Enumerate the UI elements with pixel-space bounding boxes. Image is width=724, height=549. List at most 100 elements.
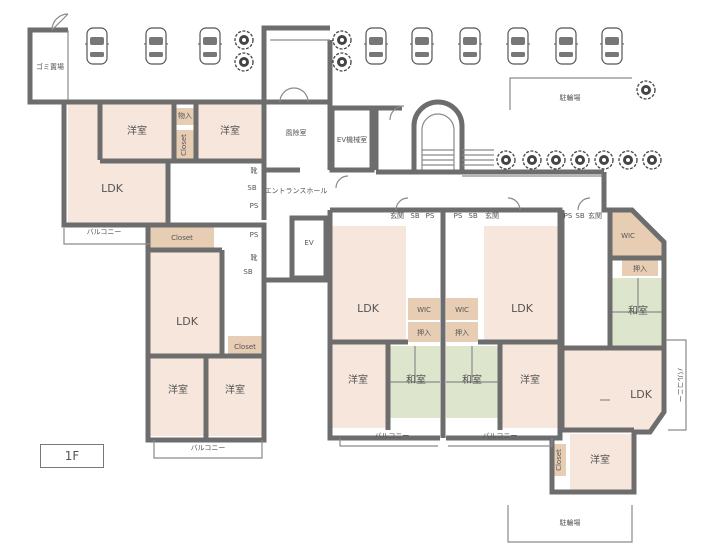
bottom-left-room: [150, 356, 206, 436]
balcony-label-5: バルコニー: [676, 368, 684, 403]
ps-label-1: PS: [250, 202, 259, 210]
yoshitsu-label-2: 洋室: [220, 124, 240, 137]
top-unit-room-2: [196, 103, 264, 161]
tree-icon: [234, 30, 254, 50]
ps-label-5: PS: [564, 212, 573, 220]
car-icon: [84, 27, 110, 65]
balcony-label-3: バルコニー: [375, 432, 410, 440]
tree-icon: [522, 150, 542, 170]
closet-label-3: Closet: [234, 343, 256, 351]
mid-unit-closet-bottom: [228, 336, 262, 354]
unit-c-ldk-area: [564, 348, 664, 432]
tree-icon: [234, 52, 254, 72]
car-icon: [409, 27, 435, 65]
yoshitsu-label-5: 洋室: [348, 373, 368, 386]
ldk-label-1: LDK: [101, 182, 124, 195]
unit-c-yoshitsu-area: [570, 434, 634, 490]
tree-icon: [570, 150, 590, 170]
mid-unit-ldk-area: [150, 250, 222, 354]
kutsu-label-2: 靴: [251, 253, 258, 262]
wic-label-3: WIC: [621, 232, 635, 240]
floor-badge-label: 1F: [64, 449, 80, 463]
car-icon: [505, 27, 531, 65]
unit-b-oshiire-area: [446, 322, 478, 342]
unit-c-closet-area: [552, 444, 566, 476]
bike-parking-bottom-label: 駐輪場: [560, 518, 581, 527]
car-icon: [143, 27, 169, 65]
top-unit-storage: [175, 108, 195, 125]
top-unit-closet: [175, 130, 195, 160]
unit-b-ldk-area: [484, 226, 558, 342]
door-swings: [51, 13, 591, 211]
yoshitsu-label-7: 洋室: [590, 453, 610, 466]
ev-machine-room-label: EV機械室: [337, 135, 367, 144]
windbreak-room-label: 風除室: [286, 128, 307, 137]
floor-badge: 1F: [40, 444, 104, 468]
yoshitsu-label-3: 洋室: [168, 383, 188, 396]
genkan-label-3: 玄関: [588, 211, 602, 220]
ldk-label-3: LDK: [357, 302, 380, 315]
yoshitsu-label-1: 洋室: [127, 124, 147, 137]
balcony-label-1: バルコニー: [87, 228, 122, 236]
closet-label-1: Closet: [180, 134, 188, 156]
ps-label-2: PS: [250, 231, 259, 239]
bike-parking-top-label: 駐輪場: [560, 93, 581, 102]
oshiire-label-1: 押入: [417, 328, 431, 337]
yoshitsu-label-6: 洋室: [520, 373, 540, 386]
mid-unit-closet-top: [150, 226, 214, 248]
washitsu-label-2: 和室: [462, 373, 482, 386]
car-icon: [599, 27, 625, 65]
ps-label-4: PS: [454, 212, 463, 220]
genkan-label-1: 玄関: [390, 211, 404, 220]
tree-icon: [636, 80, 656, 100]
balcony-label-2: バルコニー: [191, 444, 226, 452]
unit-a-ldk-area: [330, 226, 406, 342]
car-icon: [363, 27, 389, 65]
mid-unit-bath: [222, 250, 262, 335]
tree-icon: [618, 150, 638, 170]
car-icon-row: [84, 27, 625, 65]
unit-a-wic-area: [408, 298, 440, 320]
genkan-label-2: 玄関: [485, 211, 499, 220]
sb-label-4: SB: [468, 212, 477, 220]
tatami-lines: [390, 278, 664, 383]
sb-label-1: SB: [247, 184, 256, 192]
unit-b-yoshitsu-area: [502, 342, 558, 428]
kutsu-label-1: 靴: [251, 166, 258, 175]
wic-label-2: WIC: [455, 306, 469, 314]
oshiire-label-3: 押入: [633, 264, 647, 273]
tree-icon: [496, 150, 516, 170]
wic-label-1: WIC: [417, 306, 431, 314]
closet-label-2: Closet: [171, 234, 193, 242]
ev-label: EV: [304, 239, 313, 247]
balcony-label-4: バルコニー: [483, 432, 518, 440]
oshiire-label-2: 押入: [455, 328, 469, 337]
car-icon: [553, 27, 579, 65]
ps-label-3: PS: [426, 212, 435, 220]
washitsu-label-1: 和室: [406, 373, 426, 386]
gomi-label: ゴミ置場: [36, 62, 64, 71]
washitsu-label-3: 和室: [628, 304, 648, 317]
ldk-label-5: LDK: [630, 388, 653, 401]
monoire-label: 物入: [178, 111, 192, 120]
car-icon: [457, 27, 483, 65]
bottom-right-room: [208, 356, 264, 436]
tree-icon: [546, 150, 566, 170]
tree-icon: [332, 30, 352, 50]
unit-a-oshiire-area: [408, 322, 440, 342]
car-icon: [197, 27, 223, 65]
top-unit-bath: [170, 175, 230, 220]
entrance-hall-label: エントランスホール: [265, 187, 328, 195]
unit-a-yoshitsu-area: [330, 342, 388, 428]
tree-icon: [642, 150, 662, 170]
unit-c-wic-area: [610, 210, 662, 258]
sb-label-5: SB: [575, 212, 584, 220]
tree-icon: [594, 150, 614, 170]
ldk-label-2: LDK: [176, 315, 199, 328]
closet-label-4: Closet: [555, 449, 563, 471]
yoshitsu-label-4: 洋室: [225, 383, 245, 396]
unit-b-wic-area: [446, 298, 478, 320]
ldk-label-4: LDK: [511, 302, 534, 315]
unit-c-oshiire-area: [622, 260, 658, 276]
